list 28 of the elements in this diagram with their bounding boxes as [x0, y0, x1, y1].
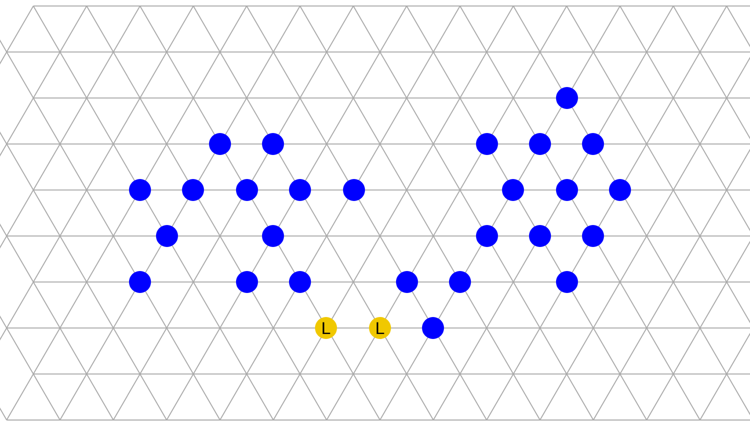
dot	[289, 271, 311, 293]
dot	[396, 271, 418, 293]
dot	[182, 179, 204, 201]
dot	[262, 133, 284, 155]
dot	[129, 179, 151, 201]
dot	[556, 179, 578, 201]
dot	[156, 225, 178, 247]
dot	[529, 225, 551, 247]
dot	[289, 179, 311, 201]
dot	[262, 225, 284, 247]
dot	[236, 179, 258, 201]
labeled-dot: L	[315, 317, 337, 339]
dot	[209, 133, 231, 155]
dot	[422, 317, 444, 339]
dot	[476, 133, 498, 155]
dot	[502, 179, 524, 201]
dot	[449, 271, 471, 293]
dot	[582, 133, 604, 155]
dot	[529, 133, 551, 155]
dot	[129, 271, 151, 293]
dot	[556, 87, 578, 109]
dot	[476, 225, 498, 247]
dot	[236, 271, 258, 293]
labeled-dot: L	[369, 317, 391, 339]
dot	[343, 179, 365, 201]
dot	[556, 271, 578, 293]
dot	[582, 225, 604, 247]
dot	[609, 179, 631, 201]
